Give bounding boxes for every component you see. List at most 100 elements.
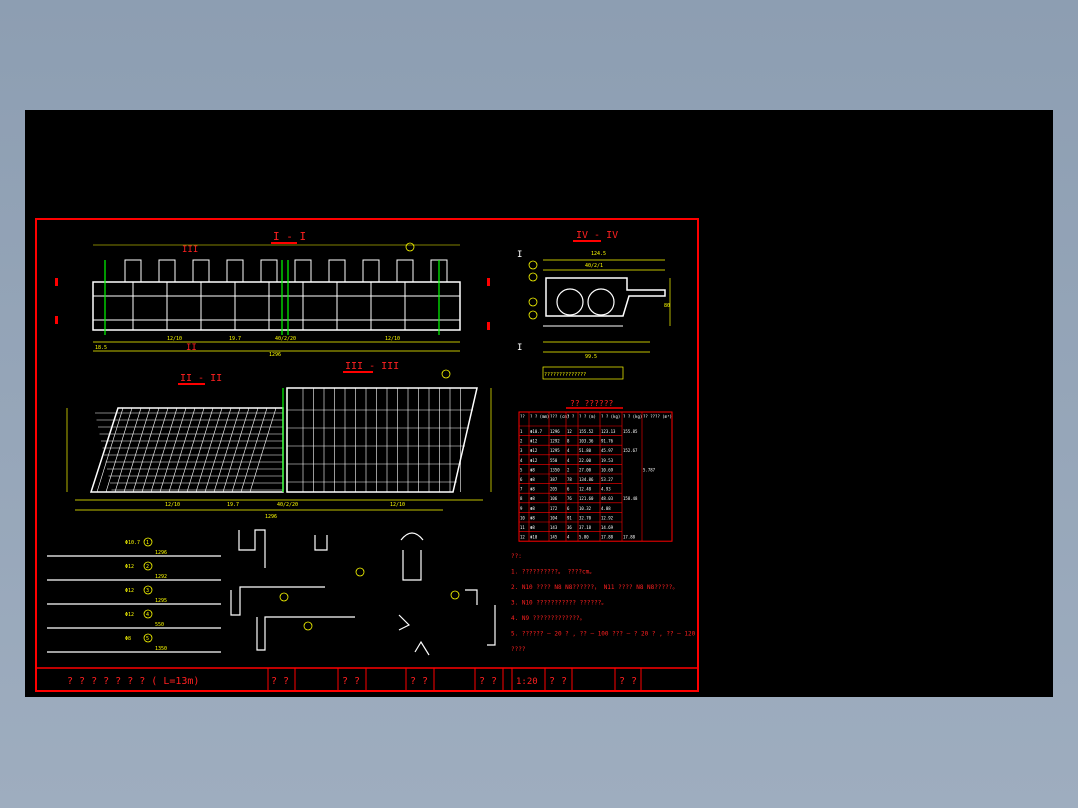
section-mark-iii-top: III bbox=[182, 245, 198, 255]
title-block-scale: 1:20 bbox=[516, 677, 538, 687]
bar-label: Φ12 bbox=[125, 612, 134, 618]
dim-top-mid: 40/2/20 bbox=[275, 336, 296, 342]
table-cell: 22.00 bbox=[579, 458, 592, 463]
sheet-frame bbox=[35, 218, 699, 692]
bar-num: 2 bbox=[146, 564, 149, 570]
section-3-view: III - III bbox=[286, 361, 478, 493]
table-cell: 12.48 bbox=[579, 487, 592, 492]
table-cell: 32.70 bbox=[579, 515, 592, 520]
note-line: 2. N10 ???? N8 N8??????， N11 ???? N8 N8?… bbox=[511, 584, 678, 591]
table-cell: 76 bbox=[567, 496, 572, 501]
note-line: 4. N9 ?????????????。 bbox=[511, 615, 586, 622]
table-cell: 1292 bbox=[550, 439, 560, 444]
table-cell: 2 bbox=[567, 467, 570, 472]
table-cell: 172 bbox=[550, 506, 558, 511]
table-cell: 106 bbox=[550, 496, 558, 501]
table-cell: 48.03 bbox=[601, 496, 614, 501]
table-cell: 8 bbox=[567, 439, 570, 444]
section-1-title: I - I bbox=[273, 230, 306, 243]
dim-top-l2: 12/10 bbox=[385, 336, 400, 342]
drawing-viewport[interactable]: I - I III II 18.5 12/10 19.7 40/2/20 12/… bbox=[25, 110, 1053, 697]
table-cell: Φ8 bbox=[530, 477, 535, 482]
table-cell: 205 bbox=[550, 487, 558, 492]
bar-num: 3 bbox=[146, 588, 149, 594]
table-cell: 17.88 bbox=[601, 535, 614, 540]
table-header: ? ? (mm) bbox=[530, 414, 549, 419]
dim-right-w: 124.5 bbox=[591, 251, 606, 257]
bar-label: Φ10.7 bbox=[125, 540, 140, 546]
table-cell: 6 bbox=[567, 487, 570, 492]
table-cell: Φ10.7 bbox=[530, 429, 543, 434]
bar-num: 4 bbox=[146, 612, 149, 618]
table-cell: 10 bbox=[520, 515, 525, 520]
table-cell: 145 bbox=[550, 535, 558, 540]
table-cell: 10.69 bbox=[601, 467, 614, 472]
dim-left-total: 1296 bbox=[265, 514, 277, 520]
title-block-c3: ? ? bbox=[410, 676, 428, 687]
cad-canvas[interactable]: I - I III II 18.5 12/10 19.7 40/2/20 12/… bbox=[25, 110, 1053, 697]
table-cell: 104 bbox=[550, 515, 558, 520]
dim-right-h: 80 bbox=[664, 303, 670, 309]
svg-text:I: I bbox=[517, 343, 522, 353]
table-cell: 5 bbox=[520, 467, 523, 472]
table-cell: 103.36 bbox=[579, 439, 594, 444]
table-cell: 8 bbox=[520, 496, 523, 501]
table-cell: 27.00 bbox=[579, 467, 592, 472]
bar-length: 1292 bbox=[155, 574, 167, 580]
table-cell: Φ8 bbox=[530, 506, 535, 511]
table-cell: Φ12 bbox=[530, 448, 538, 453]
dim-right-b: 40/2/1 bbox=[585, 263, 603, 269]
table-cell: 387 bbox=[550, 477, 558, 482]
table-header: ? ? bbox=[567, 414, 575, 419]
table-cell: Φ8 bbox=[530, 467, 535, 472]
bottom-strip: ?????????????? bbox=[544, 372, 586, 378]
bar-label: Φ8 bbox=[125, 636, 131, 642]
svg-text:I: I bbox=[517, 250, 522, 260]
dim-top-total: 1296 bbox=[269, 352, 281, 358]
table-cell: 10.32 bbox=[579, 506, 592, 511]
table-cell: 143 bbox=[550, 525, 558, 530]
section-4-view: IV - IV 124.5 40/2/1 80 99.5 I I ???????… bbox=[517, 230, 671, 380]
section-2-view: II - II bbox=[89, 373, 288, 493]
table-cell: 121.60 bbox=[579, 496, 594, 501]
table-cell: 4.93 bbox=[601, 487, 611, 492]
table-header: ?? ???? (m³) bbox=[643, 414, 672, 419]
table-cell: 4 bbox=[567, 458, 570, 463]
table-cell: Φ12 bbox=[530, 439, 538, 444]
table-cell: 5.787 bbox=[643, 467, 656, 472]
table-cell: 51.80 bbox=[579, 448, 592, 453]
title-block-c6: ? ? bbox=[619, 676, 637, 687]
bar-num: 1 bbox=[146, 540, 149, 546]
dim-left-b: 19.7 bbox=[227, 502, 239, 508]
table-cell: 14.69 bbox=[601, 525, 614, 530]
table-cell: 158.48 bbox=[623, 496, 638, 501]
table-cell: 53.27 bbox=[601, 477, 614, 482]
table-cell: 91.76 bbox=[601, 439, 614, 444]
table-cell: 12 bbox=[567, 429, 572, 434]
table-title: ?? ?????? bbox=[570, 399, 614, 408]
table-cell: 155.52 bbox=[579, 429, 594, 434]
table-cell: 134.86 bbox=[579, 477, 594, 482]
table-cell: 37.18 bbox=[579, 525, 592, 530]
table-cell: 3 bbox=[520, 448, 523, 453]
plan-dims: 12/10 19.7 40/2/20 12/10 1296 bbox=[66, 388, 492, 520]
table-cell: 5.80 bbox=[579, 535, 589, 540]
table-cell: 4 bbox=[567, 535, 570, 540]
table-cell: 7 bbox=[520, 487, 523, 492]
table-cell: 6 bbox=[567, 506, 570, 511]
table-cell: 45.97 bbox=[601, 448, 614, 453]
dim-left-mid: 40/2/20 bbox=[277, 502, 298, 508]
section-1-view: I - I III II 18.5 12/10 19.7 40/2/20 12/… bbox=[55, 230, 490, 358]
table-header: ??? (cm) bbox=[550, 414, 569, 419]
table-header: ? ? (kg) bbox=[623, 414, 642, 419]
section-mark-ii-bottom: II bbox=[186, 343, 197, 353]
dim-top-b: 19.7 bbox=[229, 336, 241, 342]
table-header: ? ? (m) bbox=[579, 414, 596, 419]
dim-left-a: 12/10 bbox=[165, 502, 180, 508]
table-cell: 4.08 bbox=[601, 506, 611, 511]
table-cell: 123.13 bbox=[601, 429, 616, 434]
table-cell: Φ12 bbox=[530, 458, 538, 463]
table-cell: 9 bbox=[520, 506, 523, 511]
table-cell: Φ8 bbox=[530, 487, 535, 492]
